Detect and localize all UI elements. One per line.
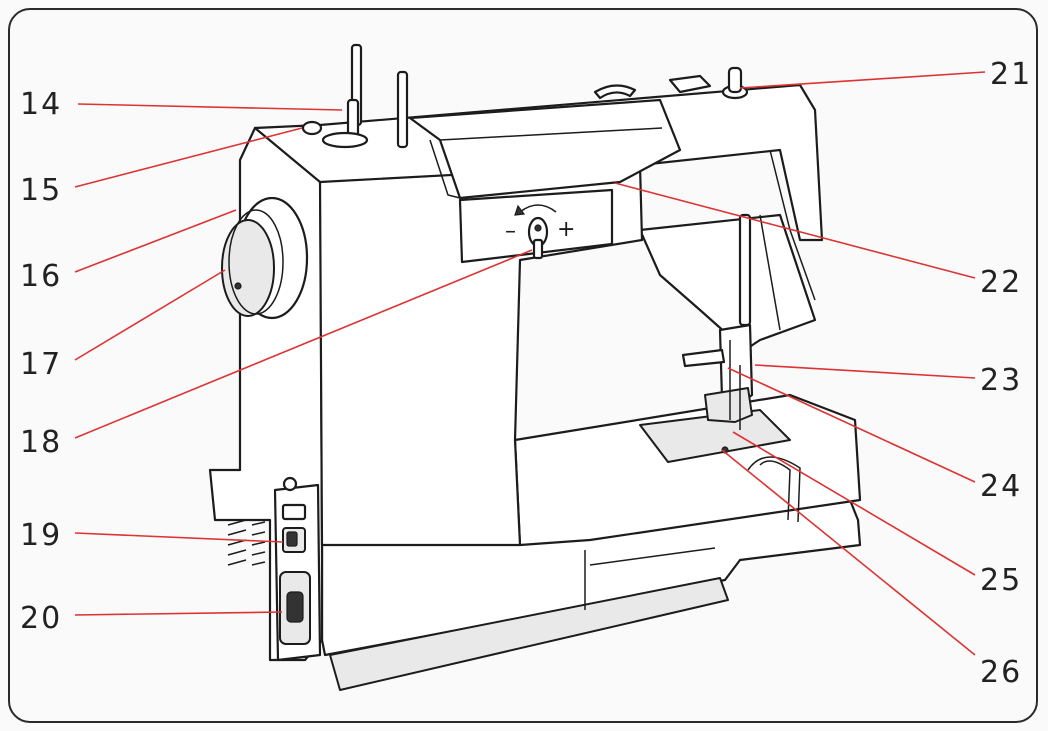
leader-16 [75, 210, 236, 272]
sewing-machine [210, 45, 860, 690]
spool-pin-right [398, 72, 407, 147]
callout-24: 24 [980, 469, 1022, 504]
callout-18: 18 [20, 425, 62, 460]
tension-minus-sign: – [505, 219, 516, 244]
callout-23: 23 [980, 363, 1022, 398]
leader-14 [78, 104, 342, 110]
callout-20: 20 [20, 601, 62, 636]
callout-17: 17 [20, 347, 62, 382]
leader-21 [740, 72, 985, 88]
callout-21: 21 [990, 57, 1032, 92]
leader-17 [75, 270, 225, 360]
callout-15: 15 [20, 173, 62, 208]
presser-foot-lever [740, 215, 750, 325]
callout-25: 25 [980, 563, 1022, 598]
leader-20 [75, 612, 282, 615]
callout-26: 26 [980, 655, 1022, 690]
tension-plus-sign: + [557, 217, 575, 242]
side-vents [228, 520, 265, 565]
callout-19: 19 [20, 518, 62, 553]
leader-23 [755, 365, 975, 378]
presser-foot [705, 388, 752, 422]
bobbin-winder-spindle [303, 122, 321, 134]
callout-14: 14 [20, 87, 62, 122]
callout-22: 22 [980, 265, 1022, 300]
leader-19 [75, 533, 283, 542]
callout-16: 16 [20, 259, 62, 294]
